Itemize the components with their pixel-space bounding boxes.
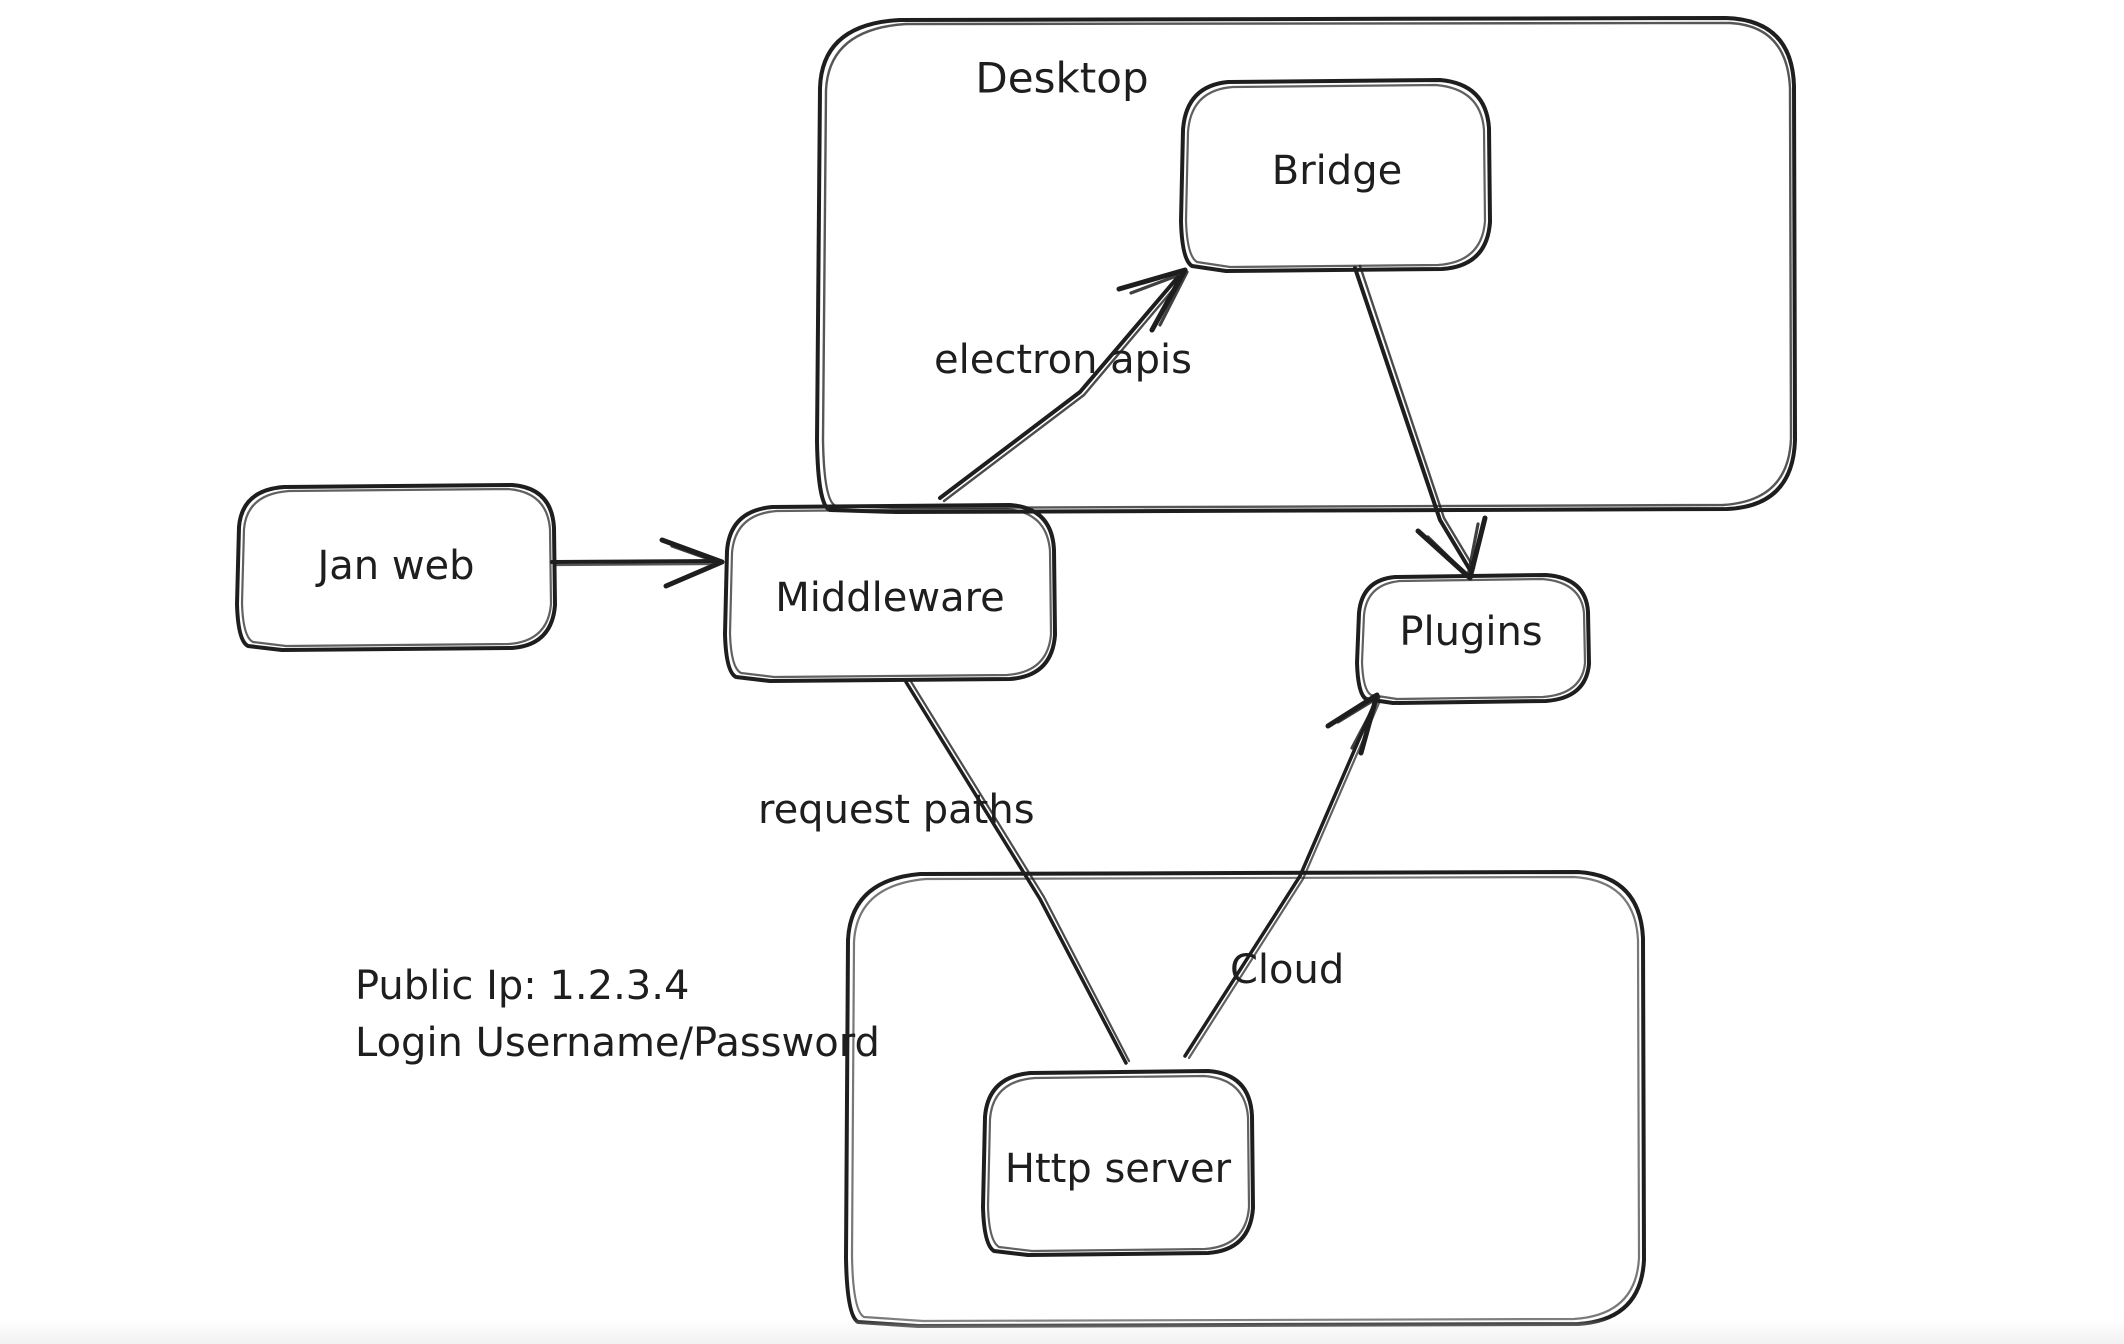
node-bridge[interactable]: Bridge [1179,78,1492,273]
edge-label-request-paths: request paths [758,787,1035,833]
edge-label-electron-apis: electron apis [934,337,1192,383]
node-label-http-server: Http server [1005,1146,1232,1192]
edge-middleware-to-bridge[interactable]: electron apis [934,267,1192,503]
note-login-credentials: Login Username/Password [355,1020,880,1066]
node-jan-web[interactable]: Jan web [235,483,557,652]
edge-http-server-to-plugins[interactable] [1183,692,1381,1060]
edge-label-cloud: Cloud [1230,947,1344,993]
node-middleware[interactable]: Middleware [723,503,1057,683]
edge-bridge-to-plugins[interactable] [1353,264,1488,581]
node-plugins[interactable]: Plugins [1355,573,1591,705]
node-label-jan-web: Jan web [314,543,474,589]
node-http-server[interactable]: Http server [981,1069,1255,1257]
edge-jan-web-to-middleware[interactable] [550,537,725,589]
edge-middleware-to-http-server[interactable] [904,678,1131,1065]
group-label-desktop: Desktop [975,54,1148,103]
group-cloud[interactable] [844,870,1646,1328]
group-desktop[interactable]: Desktop [815,16,1797,514]
node-label-middleware: Middleware [775,575,1005,621]
node-label-bridge: Bridge [1272,148,1402,194]
node-label-plugins: Plugins [1399,609,1542,655]
note-public-ip: Public Ip: 1.2.3.4 [355,963,689,1009]
notes-block: Public Ip: 1.2.3.4 Login Username/Passwo… [355,963,880,1066]
